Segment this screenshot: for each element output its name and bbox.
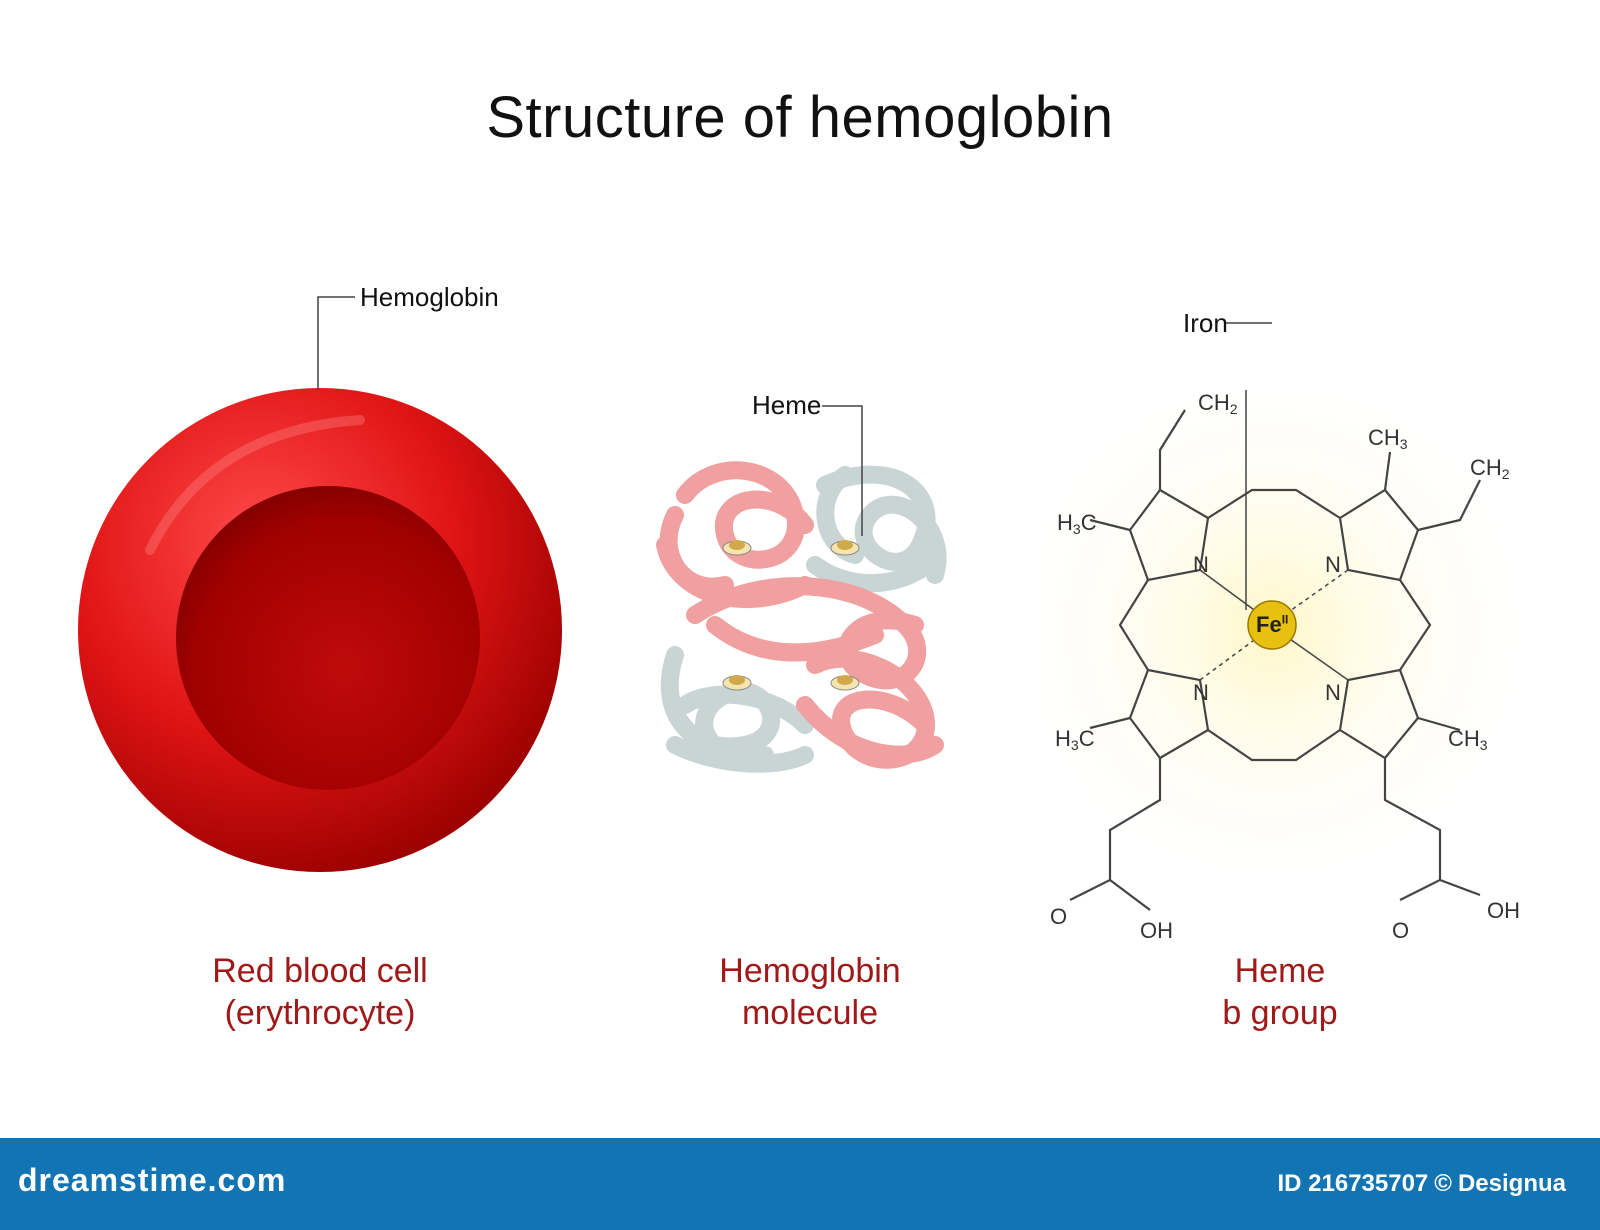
n-upper-left: N bbox=[1193, 552, 1209, 577]
o-left-label: O bbox=[1050, 904, 1068, 929]
iron-label: Iron bbox=[1183, 308, 1228, 338]
heme-leader-line bbox=[822, 405, 863, 536]
ch2-right-label: CH2 bbox=[1470, 455, 1510, 482]
footer-credit: ID 216735707©Designua bbox=[1277, 1170, 1566, 1197]
oh-right-label: OH bbox=[1487, 898, 1520, 923]
n-lower-left: N bbox=[1193, 680, 1209, 705]
caption-rbc: Red blood cell(erythrocyte) bbox=[212, 952, 428, 1032]
heme-label: Heme bbox=[752, 390, 822, 420]
h3c-bottom-label: H3C bbox=[1055, 726, 1095, 753]
hemoglobin-label: Hemoglobin bbox=[360, 282, 499, 312]
heme-b-structure bbox=[1040, 390, 1542, 911]
n-lower-right: N bbox=[1325, 680, 1341, 705]
footer-brand[interactable]: dreamstime.com bbox=[18, 1162, 287, 1198]
heme-disc-group bbox=[722, 540, 860, 691]
ch3-top-label: CH3 bbox=[1368, 425, 1408, 452]
hemoglobin-molecule-illustration bbox=[656, 461, 947, 773]
footer-bar: dreamstime.com ID 216735707©Designua bbox=[0, 1138, 1600, 1230]
ch2-left-label: CH2 bbox=[1198, 390, 1238, 417]
hemoglobin-leader-line bbox=[317, 296, 355, 390]
page-title: Structure of hemoglobin bbox=[486, 85, 1114, 150]
n-upper-right: N bbox=[1325, 552, 1341, 577]
h3c-top-label: H3C bbox=[1057, 510, 1097, 537]
o-right-label: O bbox=[1392, 918, 1410, 943]
fe-label: FeII bbox=[1256, 612, 1289, 637]
ch3-right-label: CH3 bbox=[1448, 726, 1488, 753]
oh-left-label: OH bbox=[1140, 918, 1173, 943]
iron-leader-line bbox=[1225, 322, 1272, 324]
red-blood-cell-illustration bbox=[78, 388, 562, 872]
iron-atom bbox=[1247, 600, 1297, 650]
